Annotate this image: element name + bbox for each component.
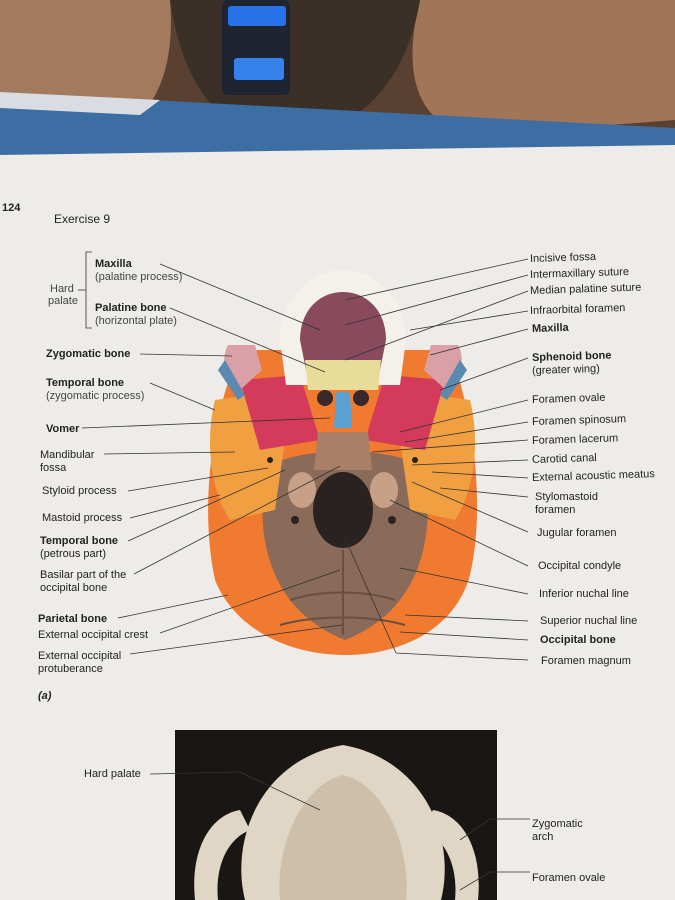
photo-label-zygomatic-2: arch	[532, 831, 554, 843]
label-palate: palate	[48, 295, 78, 307]
label-occipital-bone: Occipital bone	[540, 634, 616, 646]
label-parietal-bone: Parietal bone	[38, 613, 108, 625]
right-knee	[412, 0, 675, 135]
sphenoid-right	[365, 375, 445, 450]
label-ext-crest: External occipital crest	[38, 629, 149, 641]
panel-label: (a)	[38, 690, 52, 702]
vomer-shape	[334, 392, 352, 428]
photo-label-foramen-ovale: Foramen ovale	[532, 872, 606, 884]
label-temporal-bone: Temporal bone	[46, 377, 125, 389]
foramen-magnum-shape	[313, 472, 373, 548]
photo-zygomatic-left	[194, 810, 250, 900]
label-mandibular: Mandibular	[40, 449, 95, 461]
page-number: 124	[2, 202, 21, 214]
exercise-title: Exercise 9	[54, 212, 111, 226]
label-fossa: fossa	[40, 462, 67, 474]
book-cover-highlight	[0, 92, 160, 115]
label-palatine-bone: Palatine bone	[95, 302, 167, 314]
label-mastoid: Mastoid process	[42, 512, 123, 524]
label-foramen-magnum: Foramen magnum	[541, 655, 631, 667]
palatine-bone-shape	[305, 360, 381, 390]
device-light-top	[228, 6, 286, 26]
label-petrous: (petrous part)	[40, 548, 107, 560]
label-palatine-sub: (horizontal plate)	[95, 315, 177, 327]
photo-label-hard-palate: Hard palate	[84, 768, 141, 780]
label-foramen-ovale: Foramen ovale	[531, 391, 606, 406]
label-superior-nuchal: Superior nuchal line	[540, 615, 638, 627]
label-inferior-nuchal: Inferior nuchal line	[539, 588, 629, 600]
photo-zygomatic-right	[423, 810, 479, 900]
label-vomer: Vomer	[46, 423, 80, 435]
label-hard: Hard	[50, 283, 74, 295]
label-maxilla-sub: (palatine process)	[95, 271, 183, 283]
device-light-bottom	[234, 58, 284, 80]
label-temporal-sub: (zygomatic process)	[46, 390, 145, 402]
label-occipital-condyle: Occipital condyle	[538, 560, 622, 572]
label-sphenoid: Sphenoid bone	[531, 349, 612, 364]
photo-label-zygomatic-1: Zygomatic	[532, 818, 583, 830]
label-stylomastoid-2: foramen	[535, 504, 576, 516]
sphenoid-left	[240, 375, 320, 450]
label-ext-prot-2: protuberance	[38, 663, 103, 675]
label-styloid: Styloid process	[42, 485, 117, 497]
leader-lines	[78, 251, 529, 661]
label-temporal-bone-2: Temporal bone	[40, 535, 119, 547]
label-incisive-fossa: Incisive fossa	[529, 250, 597, 265]
label-jugular-foramen: Jugular foramen	[537, 527, 617, 539]
label-zygomatic-bone: Zygomatic bone	[46, 348, 131, 360]
book-cover-edge	[0, 92, 675, 165]
zygomatic-blue-left	[218, 360, 245, 400]
label-carotid-canal: Carotid canal	[531, 451, 597, 466]
maxilla-palatine	[300, 292, 386, 370]
label-maxilla-right: Maxilla	[531, 321, 569, 335]
basilar-part	[314, 432, 372, 470]
label-basilar-2: occipital bone	[40, 582, 108, 594]
label-basilar-1: Basilar part of the	[40, 569, 127, 581]
label-stylomastoid-1: Stylomastoid	[535, 491, 598, 503]
label-maxilla-left: Maxilla	[95, 258, 132, 270]
skull-diagram	[208, 270, 478, 655]
zygomatic-blue-right	[440, 360, 467, 400]
label-ext-prot-1: External occipital	[38, 650, 122, 662]
label-greater-wing: (greater wing)	[531, 362, 601, 377]
